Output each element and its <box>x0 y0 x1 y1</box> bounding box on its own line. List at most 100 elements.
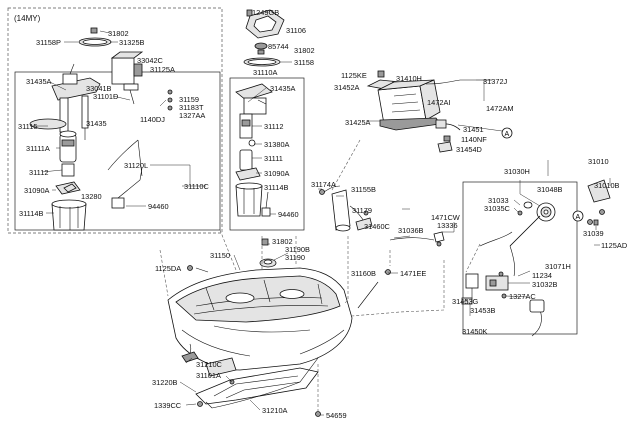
part-label-31090a-center: 31090A <box>264 169 290 178</box>
filler-pipe-31160b <box>357 269 391 309</box>
fuel-tank-31150 <box>167 267 353 377</box>
connector-lines <box>159 139 481 412</box>
filler-door-31010 <box>587 179 611 203</box>
part-label-31111a: 31111A <box>26 144 50 153</box>
part-label-31451: 31451 <box>463 125 484 134</box>
tank-straps-group <box>181 343 321 417</box>
pump-module-box-center <box>229 77 305 231</box>
strap-31210c <box>181 351 199 363</box>
part-label-31111: 31111 <box>264 154 283 163</box>
part-label-31435a-center: 31435A <box>270 84 296 93</box>
part-label-31033: 31033 <box>488 196 509 205</box>
part-label-31179: 31179 <box>352 206 373 215</box>
part-label-31190b: 31190B <box>285 245 310 254</box>
part-label-1125da: 1125DA <box>155 264 182 273</box>
tank-top-parts <box>187 238 277 273</box>
pump-31111 <box>239 149 253 171</box>
strainer-31090a-center <box>235 167 261 181</box>
part-label-31220b: 31220B <box>152 378 178 387</box>
part-label-31159: 31159 <box>179 95 200 104</box>
part-label-31110c: 31110C <box>184 182 209 191</box>
part-label-31325b: 31325B <box>119 38 145 47</box>
filter-31112 <box>61 163 75 177</box>
part-label-31112-left: 31112 <box>29 168 49 177</box>
bolt-1125ke <box>377 70 385 78</box>
part-label-31210c: 31210C <box>196 360 222 369</box>
pad-31454d <box>437 141 453 153</box>
valve-31453g <box>465 273 479 289</box>
part-label-31425a: 31425A <box>345 118 371 127</box>
top-cover-group <box>243 9 292 67</box>
part-label-31802-tank: 31802 <box>272 237 293 246</box>
part-label-31460c: 31460C <box>364 222 390 231</box>
bolt-1125da <box>187 265 193 271</box>
svg-text:A: A <box>505 131 510 138</box>
bracket-31460c <box>355 217 373 231</box>
part-label-31114b-left: 31114B <box>19 209 44 218</box>
part-label-1249gb: 1249GB <box>252 8 280 17</box>
seal-85744 <box>254 42 268 50</box>
part-label-31450k: 31450K <box>462 327 488 336</box>
part-label-1125ad: 1125AD <box>601 241 628 250</box>
part-label-1327aa: 1327AA <box>179 111 206 120</box>
part-label-31454d: 31454D <box>456 145 482 154</box>
part-label-31802-top-left: 31802 <box>108 29 129 38</box>
part-label-31048b: 31048B <box>537 185 563 194</box>
part-label-31032b: 31032B <box>532 280 558 289</box>
part-label-31071h: 31071H <box>545 262 571 271</box>
part-label-31802-center: 31802 <box>294 46 315 55</box>
part-label-33041b: 33041B <box>86 84 112 93</box>
clip-31174a <box>319 189 325 195</box>
part-label-31035c: 31035C <box>484 204 510 213</box>
part-label-31410h: 31410H <box>396 74 422 83</box>
fuel-filter-31155b <box>331 189 351 231</box>
part-label-31036b: 31036B <box>398 226 424 235</box>
oring-31115 <box>29 118 67 130</box>
part-label-31372j: 31372J <box>483 77 508 86</box>
clip-31802-center <box>257 49 265 55</box>
bracket-31032b <box>485 275 509 291</box>
clip-31802-left <box>90 27 98 34</box>
part-label-31125a: 31125A <box>150 65 175 74</box>
part-label-31435: 31435 <box>86 119 107 128</box>
part-label-31090a-left: 31090A <box>24 186 50 195</box>
part-label-31110a: 31110A <box>253 68 278 77</box>
part-label-94460-left: 94460 <box>148 202 169 211</box>
part-label-31150: 31150 <box>210 251 231 260</box>
fuel-filter-group <box>319 185 373 232</box>
bolt-54659 <box>315 411 321 417</box>
part-label-31210a: 31210A <box>262 406 288 415</box>
part-label-31452a: 31452A <box>334 83 360 92</box>
clip-31802-tank <box>261 238 269 246</box>
part-label-1140dj: 1140DJ <box>140 115 165 124</box>
bolt-1339cc <box>197 401 203 407</box>
fuel-filler-group: A <box>389 179 611 337</box>
part-label-31380a: 31380A <box>264 140 290 149</box>
part-label-31160b: 31160B <box>351 269 376 278</box>
part-label-85744: 85744 <box>268 42 289 51</box>
sender-unit-left <box>63 51 173 209</box>
part-label-31010: 31010 <box>588 157 609 166</box>
part-label-31101d: 31101D <box>93 92 119 101</box>
part-label-31158: 31158 <box>294 58 315 67</box>
protector-31220b <box>195 367 319 405</box>
sender-94460-left <box>111 197 125 209</box>
part-label-54659: 54659 <box>326 411 347 420</box>
callout-a-canister <box>501 127 513 139</box>
part-label-33042c: 33042C <box>137 56 163 65</box>
part-label-31435a-left: 31435A <box>26 77 52 86</box>
14my-group-box <box>7 7 223 234</box>
part-label-1125ke: 1125KE <box>341 71 367 80</box>
part-label-31158p: 31158P <box>36 38 61 47</box>
part-label-13280: 13280 <box>81 192 102 201</box>
part-label-31114b-center: 31114B <box>264 183 289 192</box>
part-label-31183t: 31183T <box>179 103 204 112</box>
reservoir-31114b-center <box>235 185 263 217</box>
filter-31451 <box>435 119 447 129</box>
bolt-1249gb <box>246 9 253 17</box>
part-label-11234: 11234 <box>532 271 553 280</box>
bolt-31039 <box>593 219 599 226</box>
part-label-31010b: 31010B <box>594 181 620 190</box>
part-label-13336: 13336 <box>437 221 458 230</box>
